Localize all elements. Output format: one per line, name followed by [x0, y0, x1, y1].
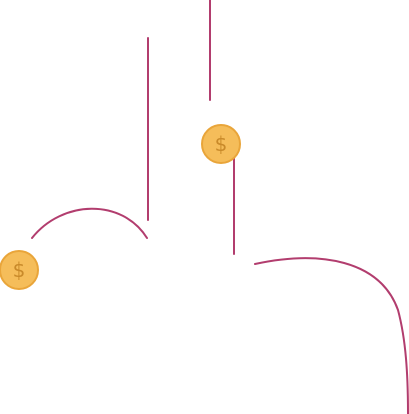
coin-center: $	[201, 124, 241, 164]
coin-left-body	[0, 250, 39, 290]
arc-right	[254, 257, 409, 414]
coin-center-body	[201, 124, 241, 164]
dollar-coin-icon: $	[215, 132, 228, 156]
arc-left	[31, 207, 148, 239]
dollar-coin-icon: $	[13, 258, 26, 282]
coin-left: $	[0, 250, 39, 290]
